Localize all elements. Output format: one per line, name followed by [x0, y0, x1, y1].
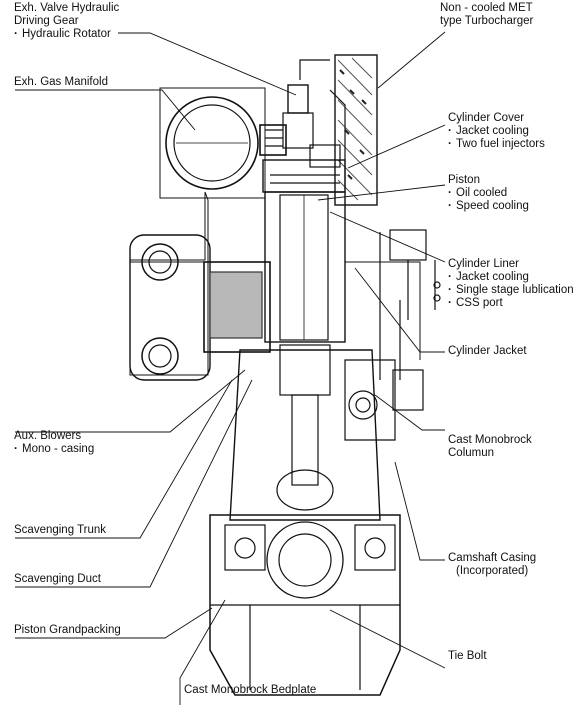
exhaust-manifold-drawing: [159, 87, 266, 199]
leader-scavenging-trunk: [15, 379, 233, 539]
cylinder-column-drawing: [130, 191, 421, 360]
label-camshaft-casing: Camshaft Casing (Incorporated): [448, 552, 537, 577]
right-piping-drawing: [329, 89, 441, 380]
label-scavenging-duct: Scavenging Duct: [14, 573, 101, 585]
turbocharger-casing: [334, 54, 378, 206]
leader-aux-blowers: [15, 369, 246, 433]
label-turbocharger: Non - cooled MET type Turbocharger: [440, 2, 534, 27]
label-cylinder-cover: Cylinder Cover Jacket cooling Two fuel i…: [448, 112, 545, 151]
bedplate-drawing: [209, 514, 401, 696]
label-exh-manifold: Exh. Gas Manifold: [14, 76, 108, 88]
label-bedplate: Cast Monobrock Bedplate: [184, 684, 317, 696]
leader-piston-grandpacking: [15, 607, 213, 639]
leader-monobrock-column: [374, 394, 445, 431]
label-aux-blowers: Aux. Blowers Mono - casing: [14, 430, 94, 456]
leader-camshaft-casing: [394, 461, 445, 561]
label-scavenging-trunk: Scavenging Trunk: [14, 524, 107, 536]
cylinder-cover-drawing: [262, 159, 346, 193]
aux-blower-drawing: [129, 234, 211, 381]
leader-exh-manifold: [15, 89, 196, 131]
label-cylinder-liner: Cylinder Liner Jacket cooling Single sta…: [448, 258, 574, 310]
label-tie-bolt: Tie Bolt: [448, 650, 487, 662]
label-exh-valve: Exh. Valve Hydraulic Driving Gear Hydrau…: [14, 2, 119, 41]
scavenging-trunk-drawing: [203, 261, 271, 353]
label-cylinder-jacket: Cylinder Jacket: [448, 345, 527, 357]
label-monobrock-column: Cast Monobrock Columun: [448, 434, 532, 459]
label-piston: Piston Oil cooled Speed cooling: [448, 174, 529, 213]
label-piston-grandpacking: Piston Grandpacking: [14, 624, 121, 636]
leader-scavenging-duct: [15, 379, 253, 588]
leader-lines: [15, 31, 446, 705]
leader-cylinder-liner: [329, 211, 446, 263]
leader-exh-valve: [118, 32, 297, 96]
leader-tie-bolt: [329, 609, 446, 669]
leader-piston: [317, 184, 446, 201]
leader-turbocharger: [377, 31, 446, 89]
leader-cylinder-jacket: [354, 267, 445, 353]
exhaust-valve-gear-drawing: [259, 59, 341, 168]
leader-bedplate: [179, 599, 226, 705]
leader-cylinder-cover: [347, 124, 446, 169]
monobrock-column-drawing: [229, 344, 424, 521]
